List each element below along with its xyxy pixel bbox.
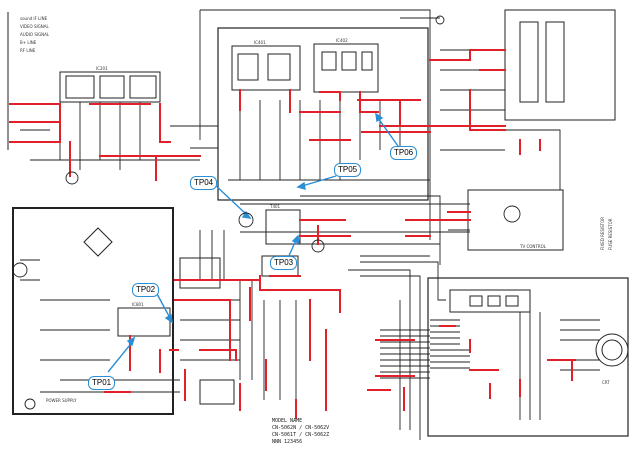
power-supply-note: POWER SUPPLY [46, 398, 77, 403]
ic401-box [231, 45, 301, 91]
model-line-4: NNN 123456 [272, 439, 303, 445]
model-line-1: MODEL NAME [272, 418, 303, 424]
right-top-box [504, 9, 616, 121]
crt-board-box [427, 277, 629, 437]
legend-sound-if: sound IF LINE [20, 16, 48, 21]
legend-bplus: B+ LINE [20, 40, 37, 45]
ic201-label: IC201 [96, 66, 108, 71]
legend-rf: RF LINE [20, 48, 36, 53]
deflection-label: TV CONTROL [520, 244, 546, 249]
legend-video: VIDEO SIGNAL [20, 24, 49, 29]
model-line-3: CN-5061T / CN-5062Z [272, 432, 330, 438]
test-point-tp01: TP01 [88, 376, 116, 390]
crt-label: CRT [602, 380, 610, 385]
right-vertical-2: FUSE RESISTOR [608, 218, 613, 250]
ic402-label: IC402 [336, 38, 348, 43]
ic201-box [59, 71, 161, 103]
test-point-tp05: TP05 [334, 163, 362, 177]
test-point-tp04: TP04 [190, 176, 218, 190]
power-supply-box [12, 207, 174, 415]
legend-audio: AUDIO SIGNAL [20, 32, 50, 37]
test-point-tp06: TP06 [390, 146, 418, 160]
ic401-label: IC401 [254, 40, 266, 45]
test-point-tp03: TP03 [270, 256, 298, 270]
ic402-box [313, 43, 379, 93]
right-mid-box [467, 189, 564, 251]
ic801-box [117, 307, 171, 337]
right-vertical-1: FIXED RESISTOR [600, 216, 605, 250]
power-ic-label: IC801 [132, 302, 144, 307]
if-block-box [217, 27, 429, 201]
test-point-tp02: TP02 [132, 283, 160, 297]
model-line-2: CN-5062N / CN-5062V [272, 425, 330, 431]
flyback-label: T401 [270, 204, 281, 209]
